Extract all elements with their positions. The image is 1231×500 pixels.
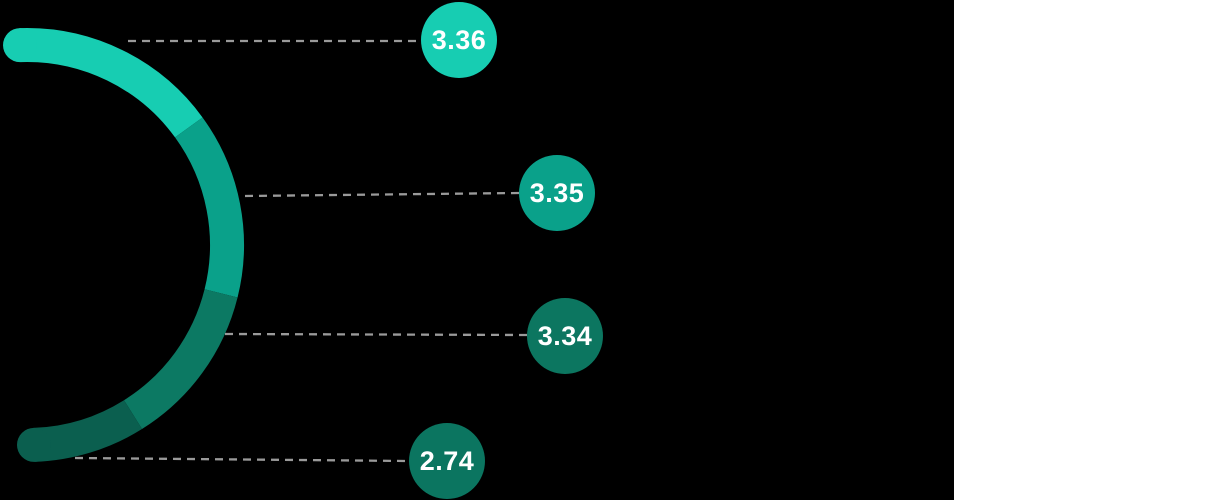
arc-segment[interactable] (123, 288, 238, 430)
half-donut-chart (3, 28, 528, 463)
arc-round-cap (16, 427, 51, 462)
value-badge: 3.34 (527, 298, 603, 374)
value-badge: 3.36 (421, 2, 497, 78)
leader-line (224, 332, 528, 337)
arc-segment[interactable] (19, 28, 203, 138)
leader-line (244, 191, 520, 198)
arc-segment[interactable] (174, 117, 244, 298)
value-badge: 2.74 (409, 423, 485, 499)
value-badge: 3.35 (519, 155, 595, 231)
arc-round-cap (3, 28, 38, 63)
side-panel (954, 0, 1231, 500)
leader-line (74, 456, 410, 463)
